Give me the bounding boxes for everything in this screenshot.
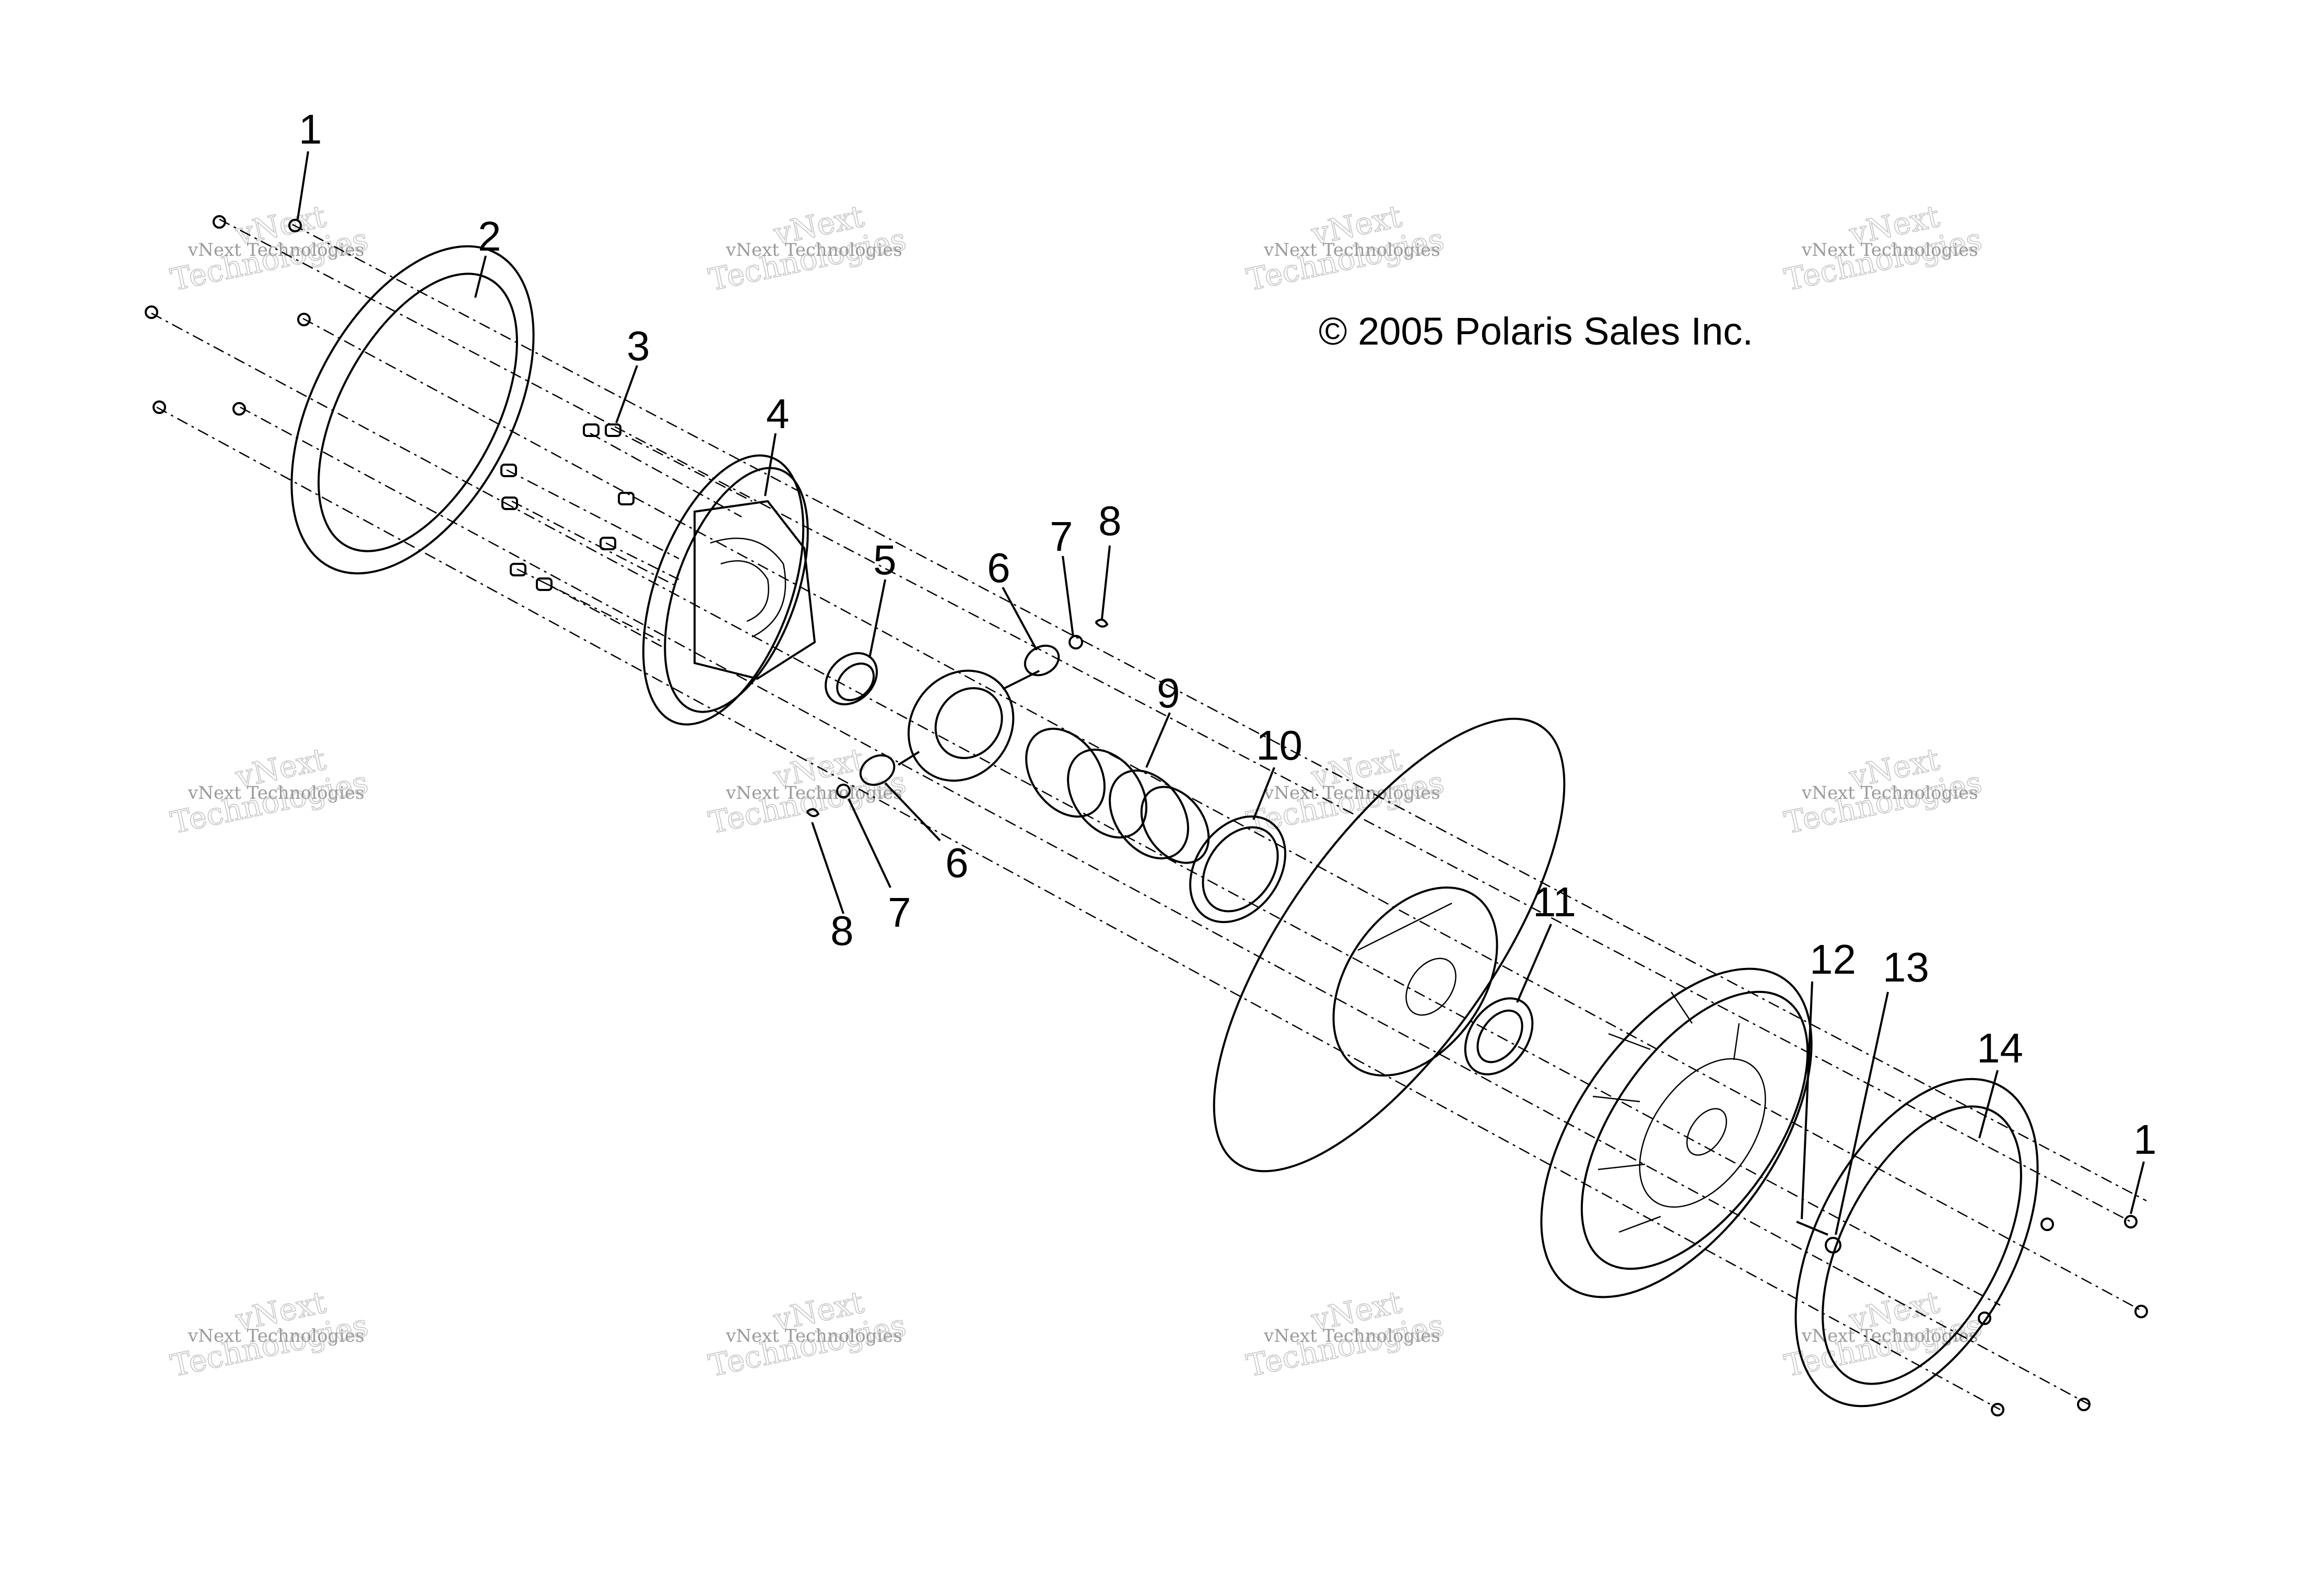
watermarks: vNext Technologies vNext Technologies vN… [167,198,1985,1384]
svg-text:vNext Technologies: vNext Technologies [187,1326,365,1346]
screw-set-right [1978,1215,2148,1416]
screw-set-left [145,215,311,416]
screw-icon [2040,1218,2054,1231]
callout-label: 1 [299,106,322,152]
screw-icon [152,400,166,414]
screw-icon [288,219,302,232]
svg-text:vNext Technologies: vNext Technologies [725,1326,902,1346]
screw-icon [232,402,246,416]
callout-label: 13 [1883,944,1929,990]
callout-label: 4 [766,391,790,437]
watermark: vNext Technologies vNext Technologies [1781,741,1985,841]
callout-label: 7 [1050,513,1073,560]
callout-label: 3 [627,323,650,369]
svg-text:vNext Technologies: vNext Technologies [1801,783,1978,803]
watermark: vNext Technologies vNext Technologies [1243,198,1447,298]
svg-text:vNext Technologies: vNext Technologies [187,240,365,261]
callout-label: 8 [830,907,854,954]
callout-label: 6 [987,545,1011,591]
callout-label: 6 [945,840,969,886]
svg-text:vNext Technologies: vNext Technologies [725,783,902,803]
callout-label: 2 [478,213,501,259]
pin [1796,1221,1828,1236]
callout-label: 12 [1810,936,1856,983]
watermark: vNext Technologies vNext Technologies [167,1284,371,1384]
svg-text:vNext Technologies: vNext Technologies [725,240,902,261]
callout-label: 9 [1157,670,1180,716]
cover-ring-right [1794,1078,2039,1408]
moveable-sheave [1213,717,1566,1173]
roller-upper [1024,644,1060,677]
clip-lower [806,808,820,818]
callout-label: 7 [888,889,911,936]
watermark: vNext Technologies vNext Technologies [1781,198,1985,298]
screw-icon [145,305,158,319]
center-hub [897,669,1040,782]
washer-upper [1069,635,1083,649]
bolt-set [500,423,635,591]
svg-text:vNext Technologies: vNext Technologies [187,783,365,803]
cam-housing [642,454,816,726]
svg-text:vNext Technologies: vNext Technologies [1801,240,1978,261]
screw-icon [2134,1305,2148,1318]
callout-label: 8 [1098,498,1122,544]
clip-upper [1095,618,1109,628]
screw-icon [2077,1398,2091,1411]
screw-icon [1978,1311,1991,1325]
watermark: vNext Technologies vNext Technologies [1243,1284,1447,1384]
spring-seat-ring [1189,815,1286,924]
watermark: vNext Technologies vNext Technologies [705,1284,909,1384]
callouts: 1 2 3 4 5 6 7 8 9 10 11 6 7 8 12 13 14 1 [299,106,2157,1163]
svg-text:vNext Technologies: vNext Technologies [1263,1326,1440,1346]
leader-lines [297,151,2145,1235]
svg-text:vNext Technologies: vNext Technologies [1263,783,1440,803]
retaining-ring [825,652,878,705]
watermark: vNext Technologies vNext Technologies [167,198,371,298]
screw-icon [2124,1215,2138,1228]
cover-ring-left [290,245,535,575]
callout-label: 14 [1977,1025,2023,1071]
callout-label: 10 [1256,722,1302,769]
screw-icon [1991,1403,2004,1416]
svg-text:vNext Technologies: vNext Technologies [1263,240,1440,261]
washer-lower [836,784,851,798]
callout-label: 1 [2133,1116,2157,1163]
screw-icon [297,313,311,326]
watermark: vNext Technologies vNext Technologies [167,741,371,841]
spring [1025,727,1210,864]
screw-icon [213,215,226,229]
watermark: vNext Technologies vNext Technologies [705,198,909,298]
fixed-sheave [1540,967,1813,1298]
callout-label: 11 [1533,879,1576,925]
sheave-washer [1464,997,1534,1075]
svg-text:vNext Technologies: vNext Technologies [1801,1326,1978,1346]
roller-lower [859,754,896,786]
copyright-text: © 2005 Polaris Sales Inc. [1319,310,1753,353]
callout-label: 5 [873,537,897,583]
watermark: vNext Technologies vNext Technologies [705,741,909,841]
